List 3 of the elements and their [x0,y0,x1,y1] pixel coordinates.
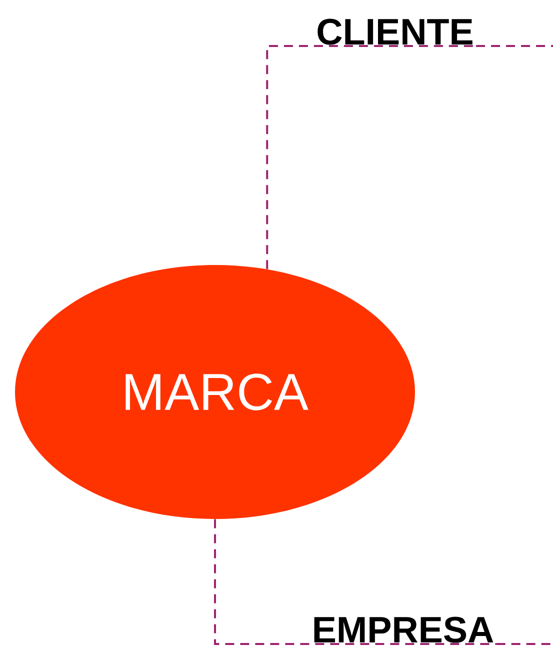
branch-label: EMPRESA [314,616,494,643]
branch-label: CLIENTE [318,18,472,45]
dashed-connector [214,519,496,645]
